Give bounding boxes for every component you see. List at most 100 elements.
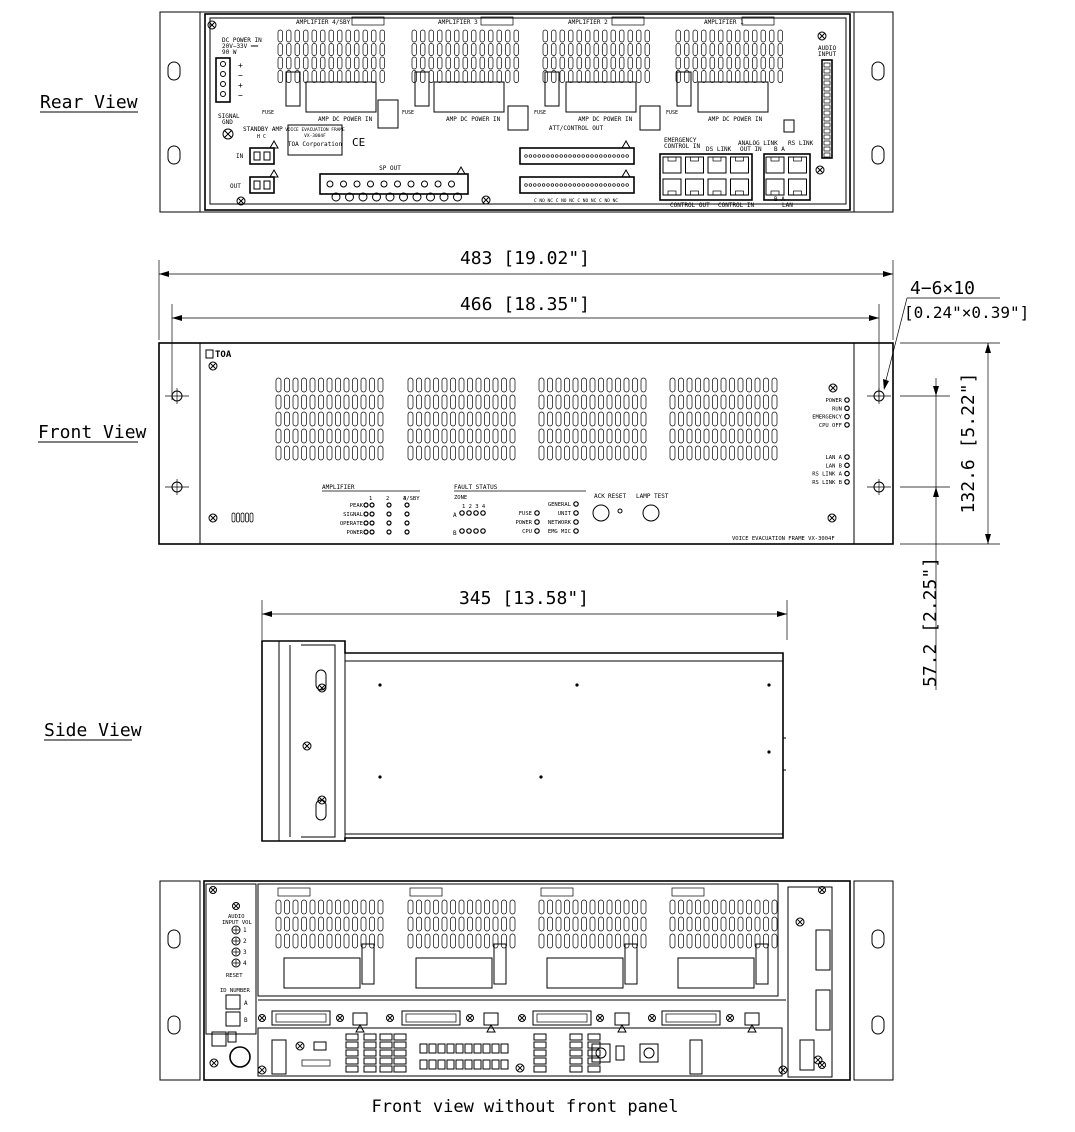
board-terminal xyxy=(587,1041,601,1049)
vent-slot xyxy=(492,916,499,932)
vent-slot xyxy=(593,56,599,70)
svg-text:+: + xyxy=(238,81,243,90)
vent-slot xyxy=(598,377,604,393)
terminal-screw xyxy=(358,192,368,202)
flat-connector xyxy=(401,1010,461,1026)
vent-slot xyxy=(424,933,431,949)
vent-slot xyxy=(424,899,431,915)
ack-button[interactable] xyxy=(592,504,610,522)
vent-slot xyxy=(475,916,482,932)
board-terminal-block xyxy=(437,1043,446,1054)
vent-slot xyxy=(292,428,299,444)
fuse-holder xyxy=(624,943,638,985)
vent-slot xyxy=(712,916,718,932)
vent-slot xyxy=(737,916,744,932)
pin xyxy=(621,183,625,187)
vent-slot xyxy=(441,428,448,444)
power-connector xyxy=(614,1012,630,1026)
vent-slot xyxy=(416,899,422,915)
vent-slot xyxy=(760,56,766,70)
terminal-screw xyxy=(331,192,341,202)
vent-slot xyxy=(420,56,426,70)
vent-slot xyxy=(337,43,343,56)
screw-cross xyxy=(296,1042,304,1050)
vent-slot xyxy=(509,411,516,427)
pin xyxy=(555,154,559,158)
vent-slot xyxy=(484,394,490,410)
terminal xyxy=(823,128,831,134)
front-amplifier-title: AMPLIFIER xyxy=(322,484,355,491)
vent-slot xyxy=(509,899,516,915)
vent-slot xyxy=(309,445,316,461)
screw-cross xyxy=(779,1066,787,1074)
vent-slot xyxy=(542,56,548,70)
pin xyxy=(603,154,607,158)
vent-slot xyxy=(309,394,316,410)
vent-slot xyxy=(369,411,375,427)
small-part xyxy=(313,1041,327,1051)
amp-led xyxy=(363,520,369,526)
terminal-pin xyxy=(340,180,347,188)
vent-slot xyxy=(505,70,511,83)
board-terminal-block xyxy=(455,1043,464,1054)
pin xyxy=(559,154,563,158)
rear-lan: LAN xyxy=(782,202,793,209)
vent-slot xyxy=(513,29,519,43)
board-terminal xyxy=(569,1065,583,1073)
vent-slot xyxy=(467,445,473,461)
vent-slot xyxy=(538,445,545,461)
vent-slot xyxy=(632,899,638,915)
vent-slot xyxy=(602,70,608,83)
vent-slot xyxy=(627,70,633,83)
vent-slot xyxy=(701,29,707,43)
side-connector xyxy=(271,1039,287,1075)
vent-slot xyxy=(352,377,358,393)
vent-slot xyxy=(703,916,710,932)
vent-slot xyxy=(301,377,307,393)
vent-slot xyxy=(678,933,684,949)
vent-slot xyxy=(441,916,448,932)
vent-slot xyxy=(692,70,698,83)
vent-slot xyxy=(623,411,630,427)
rj45-latch xyxy=(690,190,699,196)
vent-slot xyxy=(669,933,676,949)
lamp-test-button[interactable] xyxy=(642,504,660,522)
pin xyxy=(612,183,616,187)
vent-slot xyxy=(726,43,732,56)
vent-slot xyxy=(343,933,350,949)
vent-slot xyxy=(743,43,749,56)
vent-slot xyxy=(602,29,608,43)
vent-slot xyxy=(369,377,375,393)
vent-slot xyxy=(636,29,642,43)
mount-width-dim: 466 [18.35"] xyxy=(460,294,590,315)
rj45-latch xyxy=(667,190,677,196)
vent-slot xyxy=(411,56,417,70)
led-indicator xyxy=(534,510,540,516)
rj45-latch xyxy=(793,190,802,196)
vent-slot xyxy=(564,411,570,427)
vent-slot xyxy=(684,70,690,83)
id-switch-b[interactable] xyxy=(225,1011,241,1027)
id-switch-a[interactable] xyxy=(225,994,241,1010)
rear-standby-hc: H C xyxy=(257,134,266,140)
vent-slot xyxy=(763,411,769,427)
vent-slot xyxy=(678,377,684,393)
board-terminal-block xyxy=(419,1043,428,1054)
vent-slot xyxy=(343,394,350,410)
vent-slot xyxy=(284,411,290,427)
board-terminal-block xyxy=(446,1059,455,1070)
vent-slot xyxy=(441,933,448,949)
vent-slot xyxy=(309,411,316,427)
vent-slot xyxy=(564,916,570,932)
tact-switch-cap xyxy=(643,1047,655,1059)
rear-audio-input-1: AUDIO xyxy=(818,45,836,52)
vent-slot xyxy=(581,445,587,461)
rear-amp-dc-1: AMP DC POWER IN xyxy=(708,116,763,123)
vent-slot xyxy=(492,377,499,393)
reset-button[interactable] xyxy=(617,508,623,514)
pin xyxy=(555,183,559,187)
vent-slot xyxy=(692,56,698,70)
amp-row-label: POWER xyxy=(346,530,363,536)
vent-slot xyxy=(513,43,519,56)
board-terminal xyxy=(533,1033,547,1041)
